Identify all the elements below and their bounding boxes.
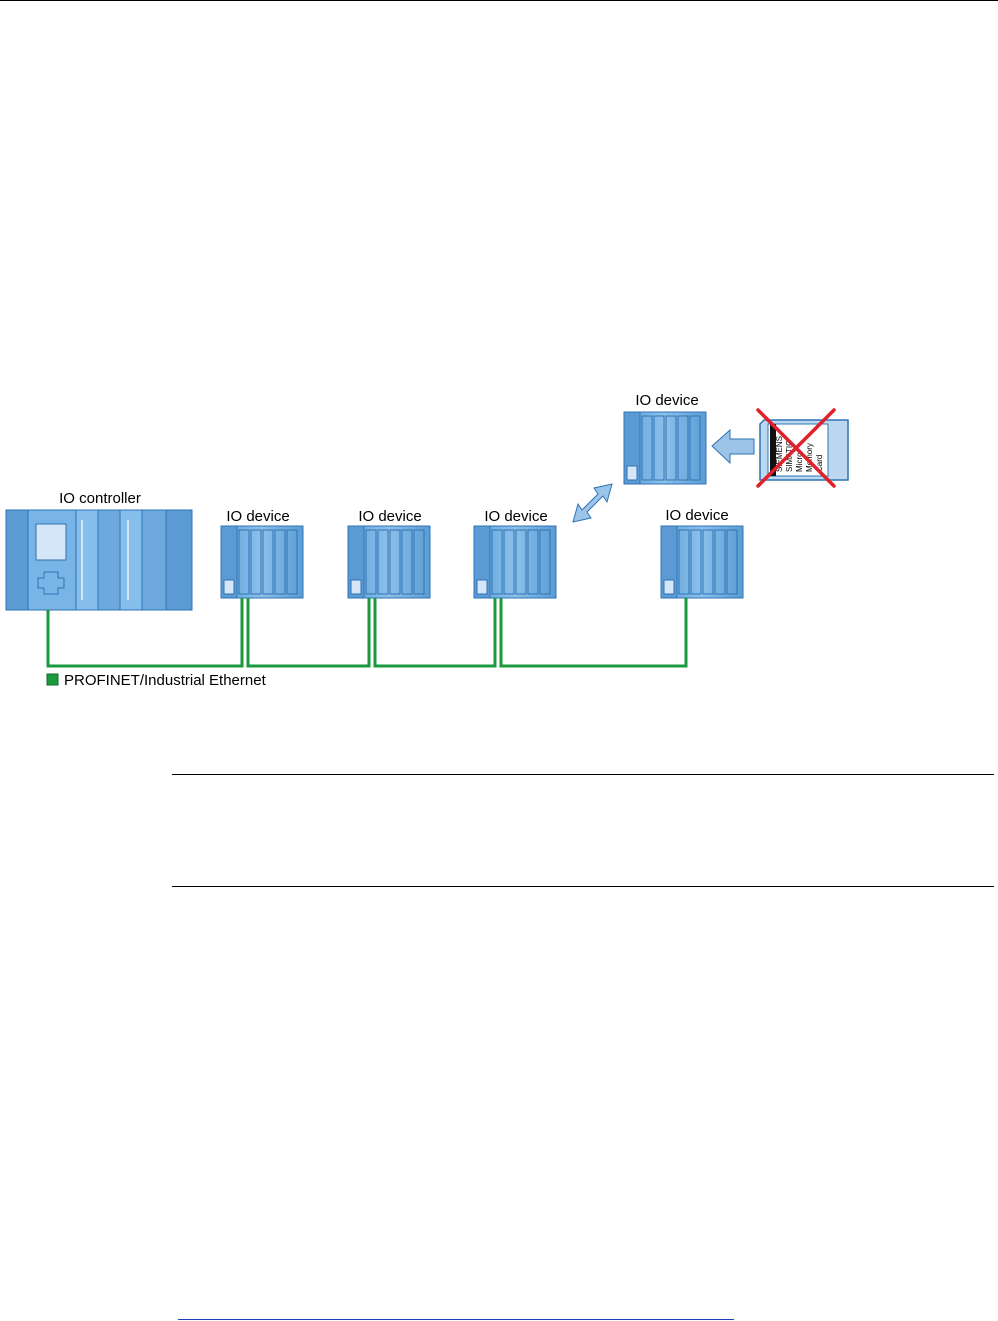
cross-icon [756,408,836,488]
network-legend-label: PROFINET/Industrial Ethernet [64,672,267,689]
double-arrow-icon [572,483,613,523]
io-device-icon [347,525,431,599]
profinet-topology-diagram: IO controller IO device IO device [5,392,849,689]
io-controller-icon [5,509,193,611]
io-device-icon [623,411,707,485]
io-device-label: IO device [358,508,421,525]
io-device-label: IO device [665,507,728,524]
profinet-network-lines [46,598,688,668]
io-device-icon [660,525,744,599]
note-bottom-rule [172,886,994,887]
io-device-label: IO device [635,392,698,409]
io-controller-label: IO controller [59,490,141,507]
memory-card-text: Card [815,455,824,472]
memory-card-text: Micro [795,452,804,472]
memory-card-text: Memory [805,443,814,472]
io-device-icon [220,525,304,599]
io-device-icon [473,525,557,599]
io-device-label: IO device [226,508,289,525]
memory-card-text: SIEMENS [775,436,784,472]
footer-link-underline [178,1319,734,1320]
header-rule [0,0,998,1]
io-device-label: IO device [484,508,547,525]
left-arrow-icon [711,428,755,465]
note-top-rule [172,774,994,775]
network-legend-swatch [46,673,59,686]
